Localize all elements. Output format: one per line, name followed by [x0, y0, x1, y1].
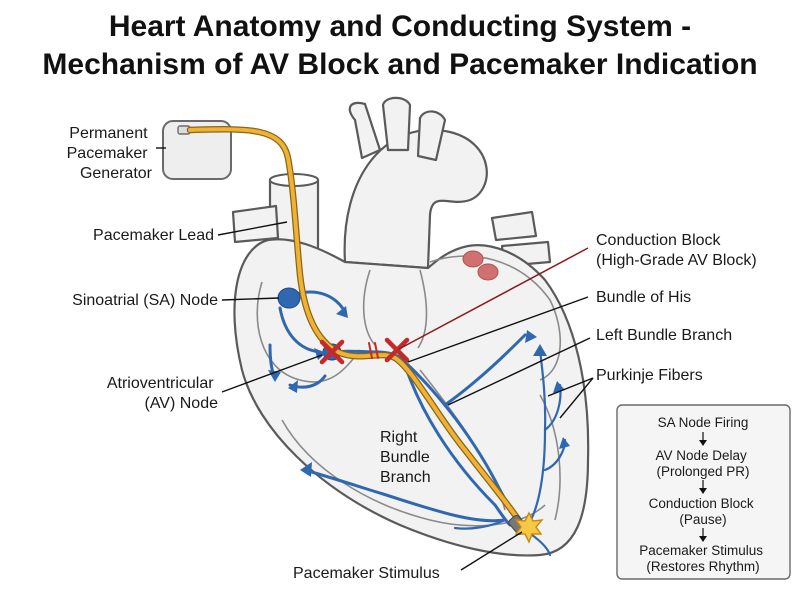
right-bundle-return	[303, 468, 507, 523]
aortic-branch-1	[348, 101, 382, 160]
sa-node	[277, 287, 301, 309]
pulmonary-vein-ostium-1	[462, 250, 484, 268]
aortic-arch	[343, 129, 488, 270]
arrowhead	[300, 462, 312, 477]
flow-step-3: Conduction Block (Pause)	[649, 496, 758, 527]
arrowhead	[288, 380, 298, 393]
flow-arrowhead	[699, 488, 707, 494]
label-right-bundle-branch: Right Bundle Branch	[380, 429, 434, 486]
label-generator: Permanent Pacemaker Generator	[67, 125, 153, 182]
right-bundle-path	[403, 363, 512, 527]
flow-step-1: SA Node Firing	[658, 415, 749, 430]
flow-arrowhead	[699, 440, 707, 446]
mechanism-flow-box: SA Node Firing AV Node Delay (Prolonged …	[616, 404, 791, 580]
block-gap-marks	[368, 342, 379, 359]
label-sa-node: Sinoatrial (SA) Node	[72, 292, 218, 309]
leader-lines	[156, 147, 594, 571]
pulmonary-vein-ostium-2	[477, 263, 499, 281]
arrowhead	[559, 437, 570, 449]
aortic-branch-2	[381, 96, 412, 152]
label-pacemaker-lead: Pacemaker Lead	[93, 227, 214, 244]
arrowhead	[336, 306, 348, 318]
label-bundle-of-his: Bundle of His	[596, 289, 691, 306]
diagram-title: Heart Anatomy and Conducting System - Me…	[0, 8, 800, 84]
left-bundle-path-2	[443, 333, 527, 407]
flow-step-2: AV Node Delay (Prolonged PR)	[655, 448, 750, 479]
great-vessels	[231, 96, 552, 270]
label-left-bundle-branch: Left Bundle Branch	[596, 327, 732, 344]
purkinje-fiber-4	[453, 518, 507, 530]
internodal-path-2	[278, 306, 322, 354]
label-av-node: Atrioventricular (AV) Node	[107, 375, 218, 412]
arrowhead	[525, 330, 537, 343]
block-marker-av	[319, 339, 345, 365]
conduction-block-leader	[398, 247, 589, 350]
title-line-1: Heart Anatomy and Conducting System -	[108, 10, 692, 43]
block-marker-his	[384, 337, 410, 363]
arrowhead	[533, 344, 547, 356]
flow-arrowhead	[699, 536, 707, 542]
pacemaker-stimulus-burst	[514, 511, 544, 544]
aortic-branch-3	[416, 110, 447, 162]
label-conduction-block: Conduction Block (High-Grade AV Block)	[596, 232, 757, 269]
label-purkinje-fibers: Purkinje Fibers	[596, 367, 703, 384]
pulmonary-vein-1	[490, 210, 538, 242]
left-vessel-stub	[231, 204, 280, 244]
title-line-2: Mechanism of AV Block and Pacemaker Indi…	[42, 48, 758, 81]
label-pacemaker-stimulus: Pacemaker Stimulus	[293, 565, 440, 582]
flow-step-4: Pacemaker Stimulus (Restores Rhythm)	[639, 543, 767, 574]
arrowhead	[268, 370, 281, 382]
